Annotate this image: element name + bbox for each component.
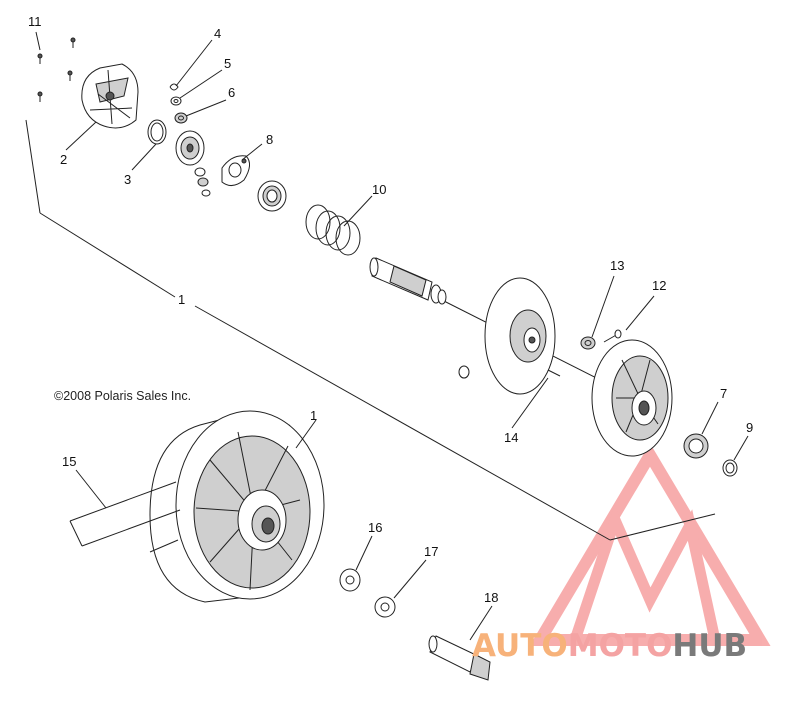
part-16-washer: [339, 568, 361, 592]
part-3-snap-ring: [147, 119, 167, 145]
callout-1-top: 1: [178, 292, 185, 307]
callout-1-bottom: 1: [310, 408, 317, 423]
callout-10: 10: [372, 182, 386, 197]
part-14-pin: [458, 365, 561, 379]
part-1-clutch-assembly: [149, 410, 325, 603]
callout-8: 8: [266, 132, 273, 147]
part-6-nut: [174, 112, 188, 124]
part-15-belt: [69, 481, 181, 553]
callout-5: 5: [224, 56, 231, 71]
callout-15: 15: [62, 454, 76, 469]
part-4-clip: [169, 83, 179, 91]
callout-16: 16: [368, 520, 382, 535]
callout-9: 9: [746, 420, 753, 435]
fixed-sheave: [591, 339, 673, 457]
roller-bearing: [175, 130, 211, 197]
callout-13: 13: [610, 258, 624, 273]
screws-11: [37, 37, 76, 102]
part-12-bolt: [603, 329, 622, 343]
wordmark-auto: AUTO: [472, 628, 568, 664]
svg-text:AUTOMOTOHUB: AUTOMOTOHUB: [472, 628, 747, 664]
callout-12: 12: [652, 278, 666, 293]
callout-3: 3: [124, 172, 131, 187]
callout-7: 7: [720, 386, 727, 401]
callout-2: 2: [60, 152, 67, 167]
callout-leaders: [35, 31, 749, 641]
callout-11: 11: [28, 14, 42, 29]
part-7-bearing: [683, 433, 709, 459]
shaft: [369, 257, 447, 305]
part-2-cover: [81, 63, 139, 129]
part-9-ring: [722, 459, 738, 477]
callout-6: 6: [228, 85, 235, 100]
callout-14: 14: [504, 430, 518, 445]
copyright-notice: ©2008 Polaris Sales Inc.: [54, 389, 191, 403]
spring-seat-ring: [257, 180, 287, 212]
watermark-wordmark: AUTOMOTOHUB: [472, 628, 747, 664]
callout-18: 18: [484, 590, 498, 605]
part-17-washer: [374, 596, 396, 618]
part-8-retainer: [221, 155, 250, 186]
moveable-sheave: [484, 277, 556, 395]
wordmark-hub: HUB: [672, 628, 747, 664]
callout-labels: 11 4 5 6 2 3 8 10 1 13 12 7 9 14 1 15 16…: [28, 14, 753, 605]
part-10-spring: [305, 204, 361, 256]
part-13-bushing: [580, 336, 596, 350]
callout-17: 17: [424, 544, 438, 559]
wordmark-moto: MOTO: [568, 628, 673, 664]
watermark-logo: [529, 443, 771, 646]
part-18-bolt: [428, 635, 491, 681]
callout-4: 4: [214, 26, 221, 41]
part-5-washer: [170, 96, 182, 106]
